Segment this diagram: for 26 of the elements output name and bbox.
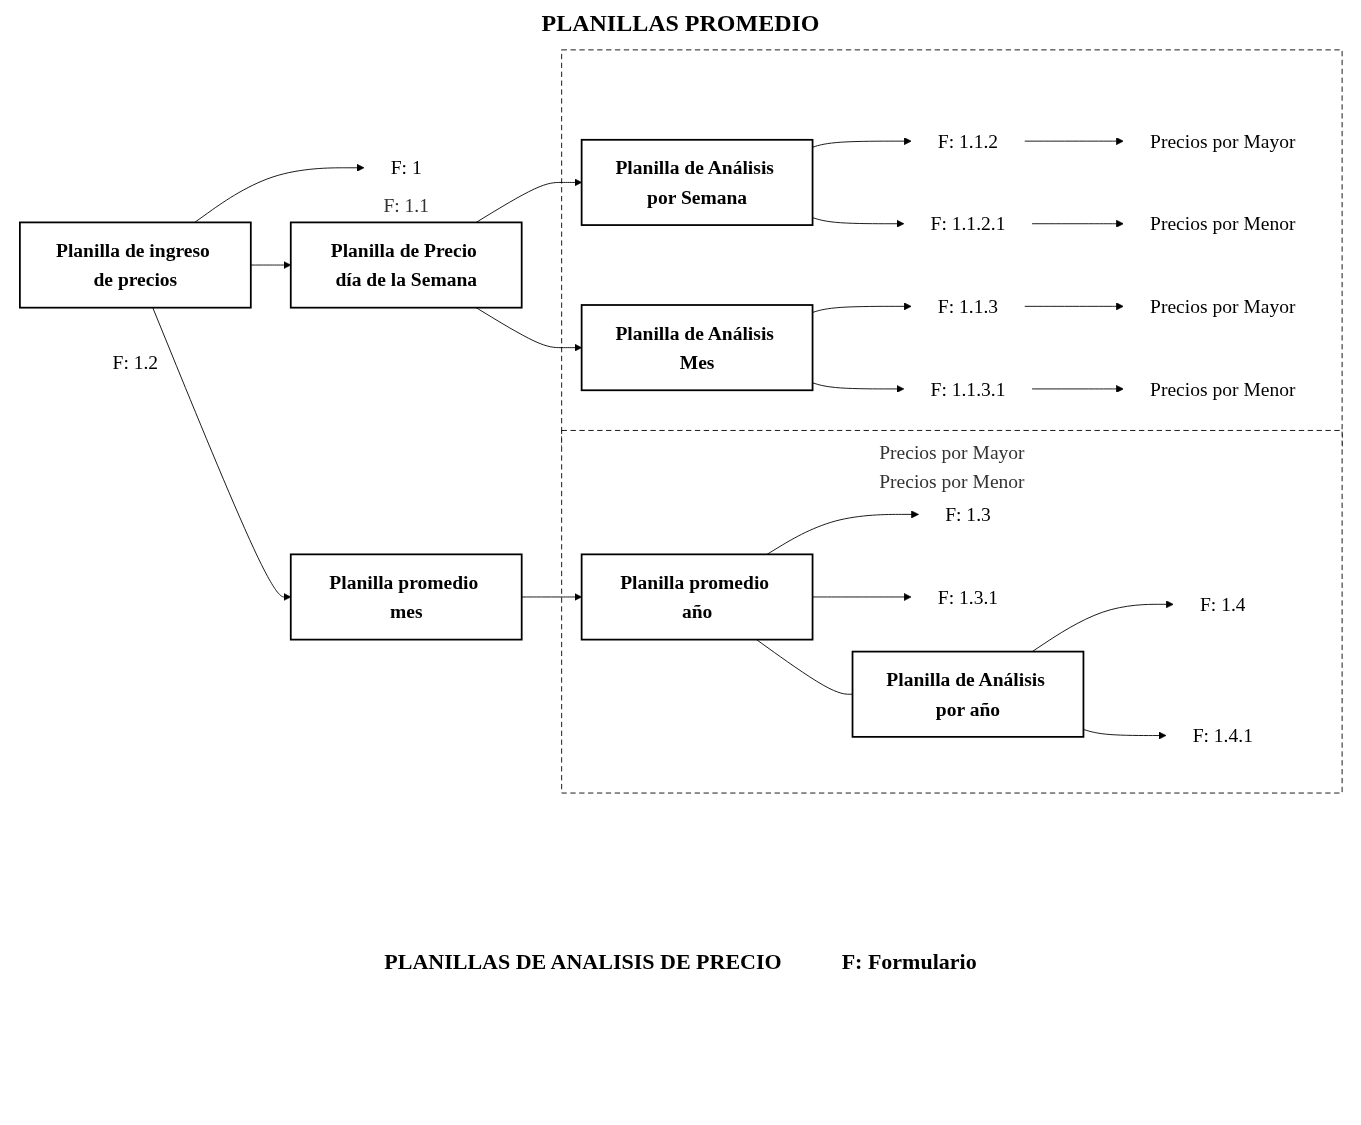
node-text: F: 1.1.3 bbox=[937, 295, 998, 318]
node-text: F: 1.1.3.1 bbox=[930, 377, 1005, 401]
node-text: F: 1.1.2.1 bbox=[930, 212, 1005, 235]
node-box: Planilla de Análisis por Semana bbox=[580, 138, 813, 226]
node-box: Planilla de Precio día de la Semana bbox=[289, 221, 523, 309]
node-box: Planilla de Análisis por año bbox=[851, 650, 1084, 738]
note-text: F: Formulario bbox=[841, 949, 977, 975]
node-text: F: 1.2 bbox=[112, 351, 158, 374]
node-text: F: 1.3.1 bbox=[937, 585, 998, 609]
node-text: Precios por Menor bbox=[1149, 377, 1295, 401]
node-text: Precios por Menor bbox=[1149, 212, 1295, 235]
node-text: F: 1.4.1 bbox=[1192, 724, 1253, 747]
node-text: F: 1.3 bbox=[944, 503, 991, 526]
node-text: F: 1 bbox=[390, 156, 422, 179]
node-box: Planilla promedio año bbox=[580, 553, 813, 641]
node-text: Precios por Mayor bbox=[1149, 295, 1295, 318]
node-box: Planilla de Análisis Mes bbox=[580, 304, 813, 392]
connector bbox=[755, 639, 853, 695]
node-text: Precios por Mayor bbox=[1149, 130, 1295, 153]
node-text: F: 1.1.2 bbox=[937, 130, 998, 153]
diagram-title: PLANILLAS PROMEDIO bbox=[540, 10, 821, 37]
node-box: Planilla de ingreso de precios bbox=[18, 221, 252, 309]
note-text: PLANILLAS DE ANALISIS DE PRECIO bbox=[384, 949, 782, 975]
node-box: Planilla promedio mes bbox=[289, 553, 523, 641]
caption-text: F: 1.1 bbox=[382, 194, 429, 216]
node-text: F: 1.4 bbox=[1199, 593, 1246, 616]
